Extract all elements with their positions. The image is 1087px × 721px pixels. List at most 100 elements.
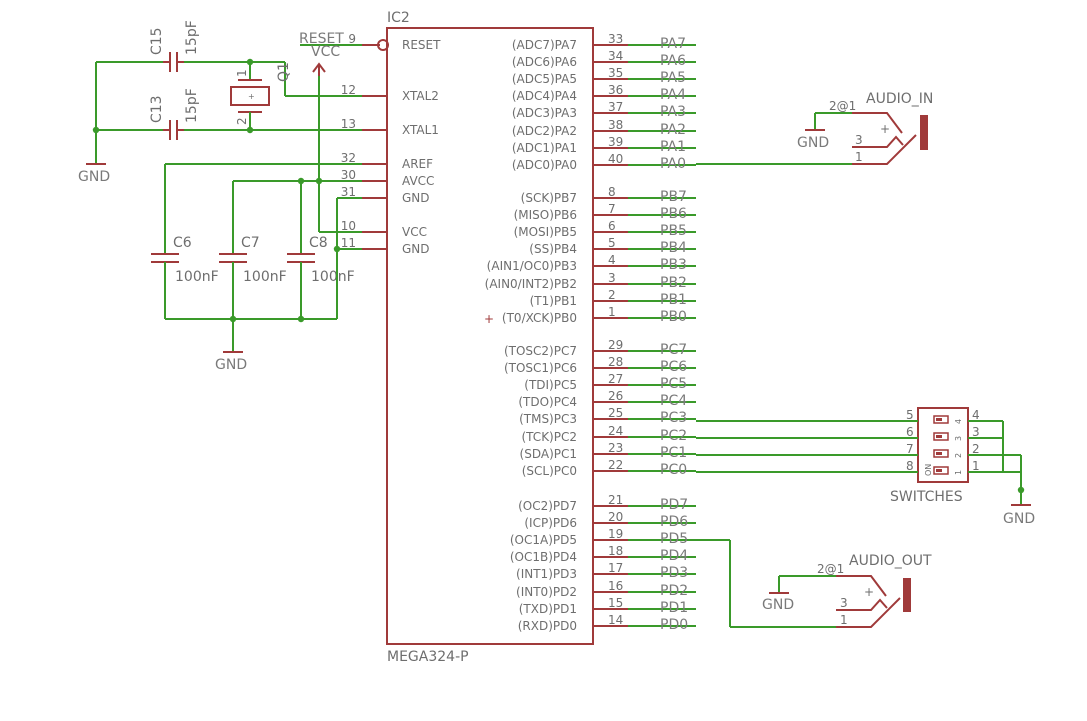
audio-in-body [920, 115, 928, 150]
net-label: PA6 [660, 53, 686, 69]
pin-name: (SS)PB4 [529, 242, 577, 256]
pin-num: 36 [608, 83, 623, 97]
gnd-label: GND [797, 135, 829, 151]
pin-name: (RXD)PD0 [518, 619, 577, 633]
net-label: PC1 [660, 445, 687, 461]
dip-switches: 4 3 2 1 ON 5 6 7 8 4 3 2 1 SWITCHES GND [696, 407, 1035, 527]
pin-name: RESET [402, 38, 441, 52]
crystal-ref: Q1 [276, 62, 292, 82]
reset-net: RESET VCC [299, 31, 362, 233]
pin-name: (TDI)PC5 [524, 378, 577, 392]
audio-in-pin: 1 [855, 150, 863, 164]
switch-pin: 1 [972, 459, 980, 473]
crystal-pin1: 1 [235, 69, 249, 77]
pin-num: 27 [608, 372, 623, 386]
pin-num: 16 [608, 579, 623, 593]
net-label: PD0 [660, 617, 688, 633]
crystal-circuit: C15 15pF C13 15pF GND + 1 2 Q1 [78, 20, 362, 185]
pin-name: (MISO)PB6 [514, 208, 577, 222]
crystal-plus: + [248, 92, 255, 101]
audio-in-name: AUDIO_IN [866, 91, 933, 107]
pin-name: (OC1A)PD5 [510, 533, 577, 547]
pin-name: (TDO)PC4 [518, 395, 577, 409]
net-label: PA2 [660, 122, 686, 138]
pin-name: (AIN1/OC0)PB3 [487, 259, 577, 273]
pin-num: 31 [341, 185, 356, 199]
pin-num: 38 [608, 118, 623, 132]
pin-num: 24 [608, 424, 623, 438]
net-label: PD7 [660, 497, 688, 513]
switch-pin: 4 [972, 408, 980, 422]
ic2-value: MEGA324-P [387, 649, 469, 665]
c6-ref: C6 [173, 235, 192, 251]
net-label: PD4 [660, 548, 688, 564]
switch-on-label: ON [924, 464, 933, 476]
pin-name: (ADC1)PA1 [512, 141, 577, 155]
pin-num: 32 [341, 151, 356, 165]
net-label: PB5 [660, 223, 687, 239]
audio-in-pin: 3 [855, 133, 863, 147]
c7-ref: C7 [241, 235, 260, 251]
pin-num: 39 [608, 135, 623, 149]
pin-name: (ADC3)PA3 [512, 106, 577, 120]
pin-name: (AIN0/INT2)PB2 [485, 277, 577, 291]
crystal-pin2: 2 [235, 117, 249, 125]
audio-out-jack: AUDIO_OUT 2@1 3 1 + GND [696, 539, 932, 628]
net-label: PA0 [660, 156, 686, 172]
net-label: PB2 [660, 275, 687, 291]
switch-1 [933, 415, 949, 424]
c13-value: 15pF [184, 88, 200, 123]
pin-num: 25 [608, 406, 623, 420]
net-label: PC0 [660, 462, 687, 478]
pin-num: 9 [348, 32, 356, 46]
crystal-q1 [230, 86, 270, 106]
pin-num: 8 [608, 185, 616, 199]
switch-pin: 8 [906, 459, 914, 473]
pin-num: 23 [608, 441, 623, 455]
switch-label: 1 [954, 470, 963, 475]
pin-num: 37 [608, 100, 623, 114]
pin-name: (ICP)PD6 [524, 516, 577, 530]
pin-num: 28 [608, 355, 623, 369]
net-label: PA3 [660, 104, 686, 120]
pin-num: 3 [608, 271, 616, 285]
switch-body [917, 407, 969, 483]
pin-name: (T1)PB1 [530, 294, 577, 308]
pin-name: (ADC7)PA7 [512, 38, 577, 52]
net-label: PA7 [660, 36, 686, 52]
reset-net-label: RESET [299, 31, 344, 47]
net-label: PD3 [660, 565, 688, 581]
c8-ref: C8 [309, 235, 328, 251]
net-label: PC7 [660, 342, 687, 358]
pin-name: (TXD)PD1 [519, 602, 577, 616]
pin-name: GND [402, 242, 430, 256]
net-label: PD2 [660, 583, 688, 599]
switch-label: 4 [954, 419, 963, 424]
pin-num: 21 [608, 493, 623, 507]
pin-num: 14 [608, 613, 623, 627]
pin-name: (SDA)PC1 [520, 447, 577, 461]
c6-value: 100nF [175, 269, 219, 285]
decoupling-caps: C6 100nF C7 100nF C8 100nF GND [151, 163, 362, 373]
net-label: PC2 [660, 428, 687, 444]
net-label: PB3 [660, 257, 687, 273]
net-label: PA1 [660, 139, 686, 155]
audio-out-pin: 2@1 [817, 562, 844, 576]
pin-name: (TMS)PC3 [519, 412, 577, 426]
net-label: PD6 [660, 514, 688, 530]
pin-name: XTAL2 [402, 89, 439, 103]
pin-num: 18 [608, 544, 623, 558]
pin-name: XTAL1 [402, 123, 439, 137]
switch-pin: 6 [906, 425, 914, 439]
vcc-net-label: VCC [311, 44, 340, 60]
pin-name: VCC [402, 225, 427, 239]
pin-num: 20 [608, 510, 623, 524]
pin-num: 13 [341, 117, 356, 131]
pin-name: GND [402, 191, 430, 205]
pin-num: 7 [608, 202, 616, 216]
pin-num: 15 [608, 596, 623, 610]
net-label: PA5 [660, 70, 686, 86]
pin-num: 4 [608, 253, 616, 267]
